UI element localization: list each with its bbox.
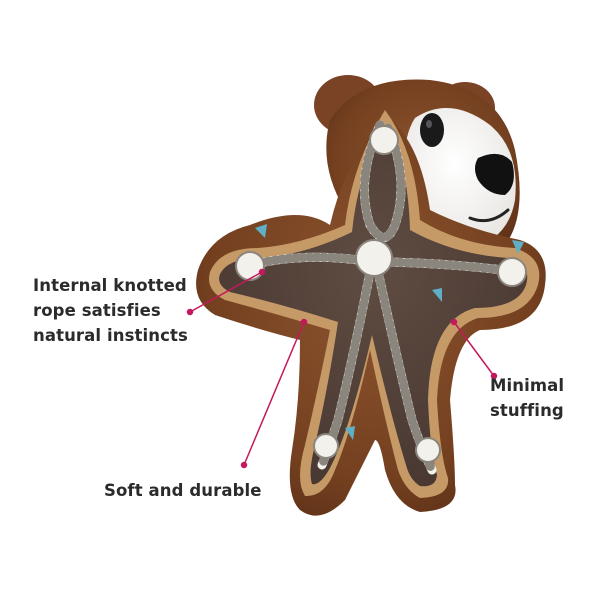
rope-callout-line-3: natural instincts: [33, 326, 188, 345]
rope-callout: Internal knotted rope satisfies natural …: [33, 273, 233, 348]
stuffing-callout-line-1: Minimal: [490, 376, 565, 395]
rope-callout-line-2: rope satisfies: [33, 301, 161, 320]
bear-nose: [475, 153, 514, 195]
rope-callout-line-1: Internal knotted: [33, 276, 187, 295]
stuffing-callout: Minimal stuffing: [490, 373, 600, 423]
durable-callout-line: [243, 321, 305, 466]
rope-callout-line: [189, 271, 263, 313]
knotted-rope: [235, 120, 527, 475]
durable-callout-line-1: Soft and durable: [104, 481, 262, 500]
bear-eye: [420, 113, 444, 147]
stuffing-callout-line-2: stuffing: [490, 401, 564, 420]
durable-callout: Soft and durable: [104, 478, 304, 503]
teal-tags: [255, 224, 524, 440]
x-panel: [219, 125, 528, 487]
bear-mouth: [468, 208, 510, 223]
callout-lines: [186, 268, 498, 469]
stuffing-callout-line: [453, 321, 495, 377]
